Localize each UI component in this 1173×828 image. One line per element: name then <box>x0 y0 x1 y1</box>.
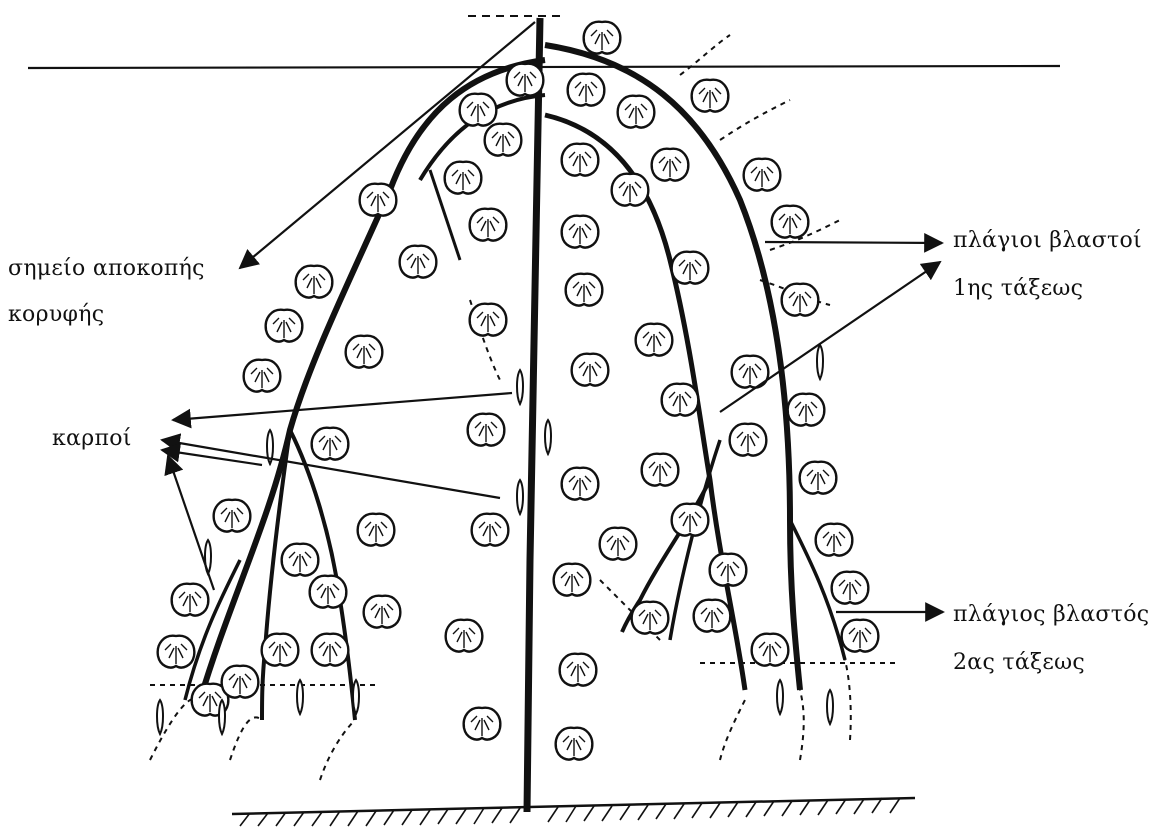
label-cut-point-top: κορυφής <box>8 302 104 328</box>
label-lateral-second: πλάγιος βλαστός <box>953 602 1149 628</box>
ground <box>232 798 915 826</box>
arrow-lateral-first-1 <box>765 242 942 243</box>
arrow-lateral-first-2 <box>720 262 940 412</box>
label-lateral-second-order: 2ας τάξεως <box>953 650 1085 676</box>
arrow-fruit-4 <box>168 456 214 590</box>
main-stem <box>527 18 540 812</box>
label-lateral-first-order: 1ης τάξεως <box>953 276 1083 302</box>
arrow-fruit-1 <box>173 393 512 420</box>
label-fruits: καρποί <box>52 426 132 452</box>
label-cut-point: σημείο αποκοπής <box>8 256 205 282</box>
label-lateral-first: πλάγιοι βλαστοί <box>953 228 1142 254</box>
arrow-fruit-3 <box>162 450 262 465</box>
support-wire <box>28 66 1060 68</box>
